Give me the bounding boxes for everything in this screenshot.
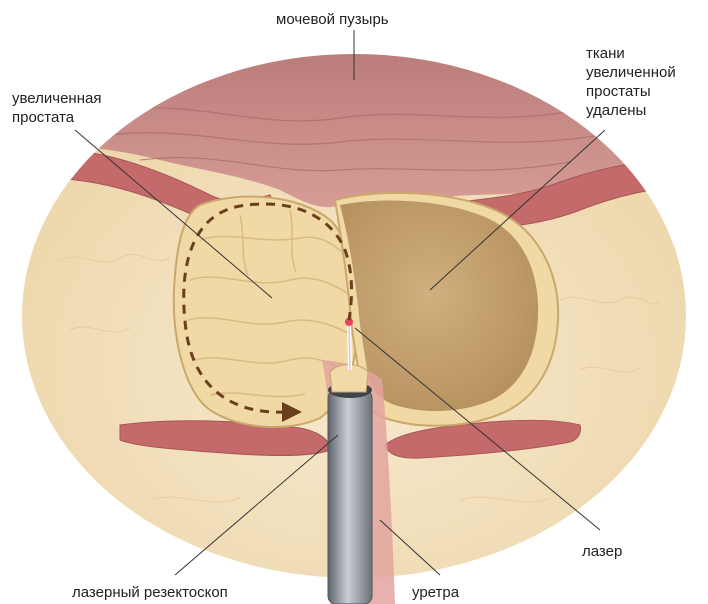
laser-fiber-core — [349, 322, 350, 370]
resectoscope-shaft — [328, 390, 372, 604]
label-urethra: уретра — [412, 583, 459, 602]
label-enlarged-prostate: увеличенная простата — [12, 89, 101, 127]
label-removed-tissue: ткани увеличенной простаты удалены — [586, 44, 676, 120]
label-bladder: мочевой пузырь — [276, 10, 389, 29]
laser-resectoscope — [328, 365, 372, 604]
label-resectoscope: лазерный резектоскоп — [72, 583, 228, 602]
label-laser: лазер — [582, 542, 622, 561]
